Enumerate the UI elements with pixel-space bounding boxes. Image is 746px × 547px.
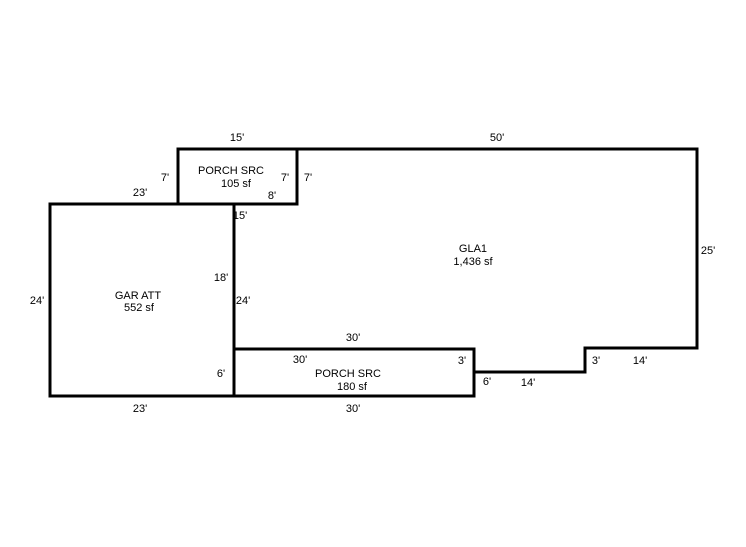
- porch-bottom-outline: [232, 347, 476, 398]
- dim-label: 24': [236, 295, 250, 307]
- garage-name: GAR ATT: [115, 290, 162, 302]
- porch-top-outline: [176, 147, 299, 206]
- dim-label: 14': [633, 355, 647, 367]
- dim-label: 3': [592, 355, 600, 367]
- dim-label: 14': [521, 377, 535, 389]
- gla-name: GLA1: [459, 243, 487, 255]
- dim-label: 30': [293, 354, 307, 366]
- dim-label: 50': [490, 132, 504, 144]
- gla-area: 1,436 sf: [453, 256, 493, 268]
- dim-label: 7': [304, 172, 312, 184]
- garage-area: 552 sf: [124, 302, 155, 314]
- dim-label: 6': [217, 368, 225, 380]
- dim-label: 24': [30, 295, 44, 307]
- dim-label: 25': [701, 245, 715, 257]
- dim-label: 15': [233, 210, 247, 222]
- dim-label: 23': [133, 403, 147, 415]
- dim-label: 7': [281, 172, 289, 184]
- gla-outline: [295, 147, 699, 374]
- porch-bottom-name: PORCH SRC: [315, 368, 381, 380]
- porch-top-area: 105 sf: [221, 178, 252, 190]
- garage-outline: [48, 202, 236, 398]
- dim-label: 23': [133, 187, 147, 199]
- dim-label: 6': [483, 376, 491, 388]
- porch-bottom-area: 180 sf: [337, 381, 368, 393]
- dim-label: 15': [230, 132, 244, 144]
- dim-label: 8': [268, 190, 276, 202]
- porch-top-name: PORCH SRC: [198, 165, 264, 177]
- dim-label: 30': [346, 332, 360, 344]
- dim-label: 18': [214, 272, 228, 284]
- dim-label: 7': [161, 172, 169, 184]
- dim-label: 30': [346, 403, 360, 415]
- dim-label: 3': [458, 355, 466, 367]
